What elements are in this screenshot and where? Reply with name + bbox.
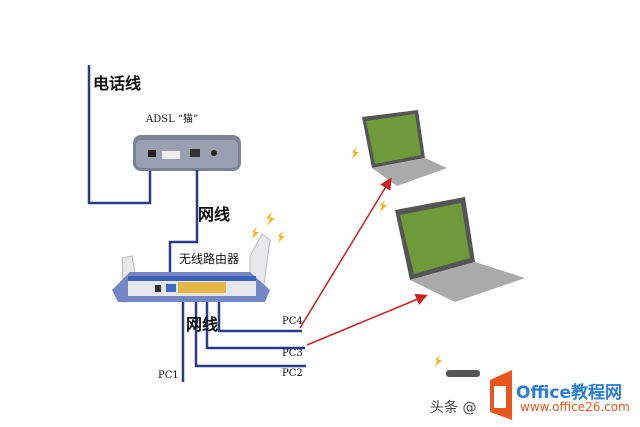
- wireless-router: [112, 233, 271, 303]
- phone-line-label: 电话线: [93, 74, 142, 93]
- watermark-source: 头条 @: [430, 400, 477, 416]
- office-logo-icon: [490, 370, 512, 420]
- net-line-top-label: 网线: [198, 205, 231, 224]
- watermark-url: www.office26.com: [520, 400, 630, 414]
- net-line-bottom-label: 网线: [186, 315, 219, 334]
- modem-label: ADSL “猫”: [146, 114, 199, 125]
- modem: [133, 135, 241, 171]
- router-label: 无线路由器: [179, 252, 240, 266]
- pc3-label: PC3: [282, 348, 303, 359]
- pc1-label: PC1: [158, 370, 179, 381]
- pc4-label: PC4: [282, 316, 303, 327]
- laptop-1: [362, 110, 447, 186]
- pc2-label: PC2: [282, 368, 303, 379]
- phone-cable: [87, 65, 152, 205]
- laptop-2: [395, 197, 525, 302]
- wireless-signal-icons: [252, 147, 442, 367]
- network-cables: [168, 170, 306, 382]
- watermark-brand: Office教程网: [516, 383, 623, 403]
- wireless-arrows: [299, 177, 428, 346]
- device-partial: [446, 370, 480, 377]
